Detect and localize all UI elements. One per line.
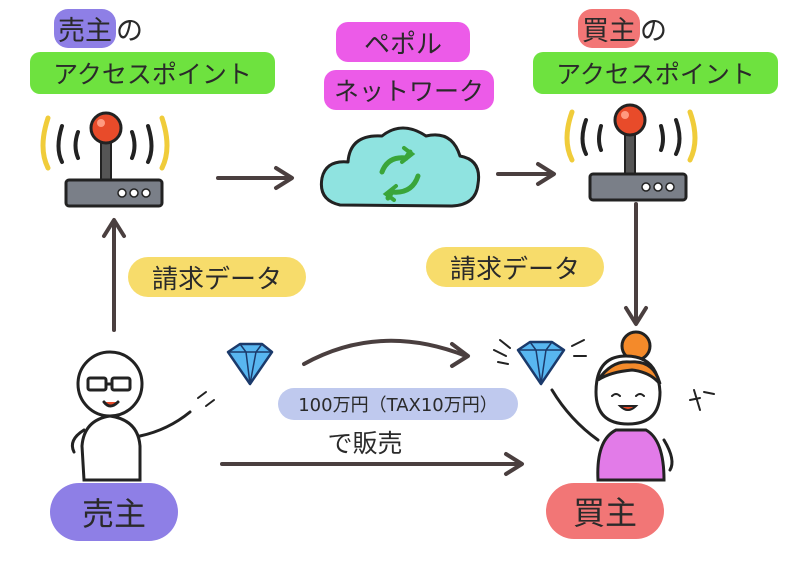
buyer-highlight (546, 483, 664, 539)
arrow-buyer-ap-to-buyer (624, 202, 648, 326)
buyer-router-icon (564, 103, 698, 202)
buyer-ap-title-particle: の (640, 15, 667, 47)
seller-ap-title-particle: の (116, 15, 143, 47)
invoice-data-left: 請求データ (151, 264, 282, 295)
invoice-right-highlight (426, 247, 604, 287)
arrow-network-to-buyer-ap (496, 162, 556, 186)
cloud-sync-icon (319, 126, 481, 208)
invoice-left-highlight (128, 257, 306, 297)
sale-price: 100万円（TAX10万円） (298, 395, 498, 416)
buyer-ap-title-main: アクセスポイント (556, 60, 755, 89)
network-highlight-1 (336, 22, 470, 62)
seller-highlight (50, 483, 178, 541)
buyer-ap-highlight (533, 52, 778, 94)
seller-ap-highlight (30, 52, 275, 94)
network-line1: ペポル (363, 29, 442, 60)
buyer-label: 買主 (572, 494, 637, 532)
network-line2: ネットワーク (333, 77, 484, 106)
seller-ap-title-prefix: 売主 (54, 8, 116, 48)
buyer-person-icon (550, 330, 715, 482)
diamond-icon (226, 342, 274, 386)
diamond-icon (493, 339, 587, 386)
buyer-ap-title-line1: 買主 の (578, 8, 667, 48)
arrow-seller-to-buyer (220, 452, 524, 476)
buyer-ap-title-prefix: 買主 (578, 8, 640, 48)
arrow-seller-ap-to-network (216, 166, 294, 190)
seller-person-icon (70, 350, 215, 482)
seller-label: 売主 (81, 495, 146, 533)
sale-action: で販売 (327, 429, 403, 458)
network-highlight-2 (324, 70, 494, 110)
seller-router-icon (40, 111, 170, 208)
arrow-diamond-transfer (302, 338, 470, 368)
sale-price-highlight (278, 388, 518, 420)
seller-ap-title-main: アクセスポイント (53, 60, 252, 89)
seller-ap-title-line1: 売主 の (54, 8, 143, 48)
invoice-data-right: 請求データ (449, 254, 580, 285)
arrow-seller-to-seller-ap (102, 218, 126, 332)
